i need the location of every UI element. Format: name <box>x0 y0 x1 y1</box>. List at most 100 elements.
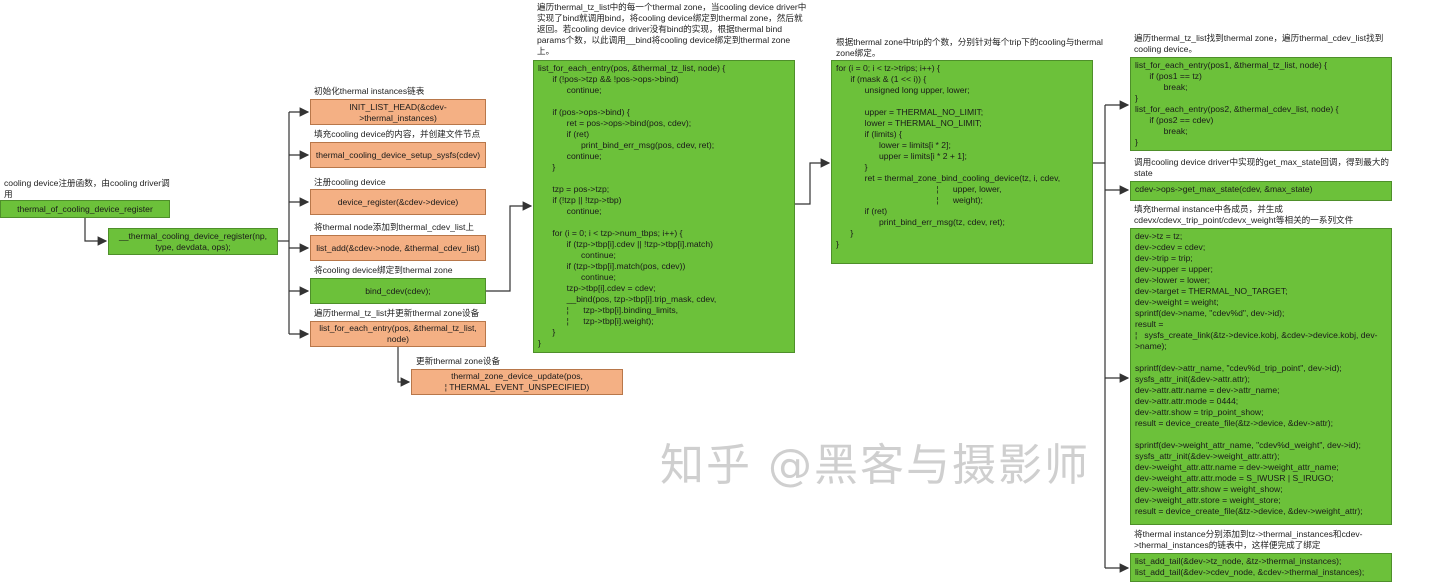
node-annotation: 遍历thermal_tz_list中的每一个thermal zone，当cool… <box>537 2 807 56</box>
code-line: list_for_each_entry(pos1, &thermal_tz_li… <box>1135 60 1328 70</box>
connector <box>84 218 108 246</box>
code-line: __bind(pos, tzp->tbp[i].trip_mask, cdev, <box>538 294 717 304</box>
code-box: INIT_LIST_HEAD(&cdev->thermal_instances) <box>310 99 486 125</box>
node-annotation: 更新thermal zone设备 <box>416 356 501 366</box>
code-box: list_add_tail(&dev->tz_node, &tz->therma… <box>1130 553 1392 582</box>
code-line: type, devdata, ops); <box>155 241 231 252</box>
node-annotation: 根据thermal zone中trip的个数，分别针对每个trip下的cooli… <box>836 37 1103 58</box>
code-line: if (mask & (1 << i)) { <box>836 74 927 84</box>
node-annotation: 初始化thermal instances链表 <box>314 86 425 96</box>
code-line: list_for_each_entry(pos, &thermal_tz_lis… <box>538 63 726 73</box>
code-line: dev->weight_attr.attr.mode = S_IWUSR | S… <box>1135 473 1334 483</box>
code-line: tzp->tbp[i].cdev = cdev; <box>538 283 656 293</box>
code-line: } <box>538 338 541 348</box>
node-annotation: 将cooling device绑定到thermal zone <box>314 265 453 275</box>
code-line: >name); <box>1135 341 1167 351</box>
node-annotation: 调用cooling device driver中实现的get_max_state… <box>1134 157 1390 178</box>
code-line: continue; <box>538 250 616 260</box>
code-box: list_for_each_entry(pos, &thermal_tz_lis… <box>310 321 486 347</box>
code-line: sysfs_attr_init(&dev->attr.attr); <box>1135 374 1250 384</box>
node-annotation: 填充cooling device的内容，并创建文件节点 <box>314 129 481 139</box>
code-line: dev->attr.attr.mode = 0444; <box>1135 396 1239 406</box>
code-box: list_add(&cdev->node, &thermal_cdev_list… <box>310 235 486 261</box>
code-line: dev->attr.attr.name = dev->attr_name; <box>1135 385 1280 395</box>
code-line: thermal_cooling_device_setup_sysfs(cdev) <box>315 149 481 160</box>
code-line: cdev->ops->get_max_state(cdev, &max_stat… <box>1135 184 1313 194</box>
code-line: list_add(&cdev->node, &thermal_cdev_list… <box>316 242 480 253</box>
code-line: INIT_LIST_HEAD(&cdev->thermal_instances) <box>349 102 447 123</box>
code-line: result = <box>1135 319 1164 329</box>
code-line: continue; <box>538 151 602 161</box>
code-line: bind_cdev(cdev); <box>365 285 431 296</box>
code-line: if (limits) { <box>836 129 902 139</box>
code-line: if (!tzp || !tzp->tbp) <box>538 195 622 205</box>
node-annotation: 遍历thermal_tz_list并更新thermal zone设备 <box>314 308 480 318</box>
code-line: thermal_of_cooling_device_register <box>17 203 153 214</box>
code-line: if (tzp->tbp[i].match(pos, cdev)) <box>538 261 686 271</box>
code-line: dev->trip = trip; <box>1135 253 1193 263</box>
code-line: ¦ THERMAL_EVENT_UNSPECIFIED) <box>444 382 590 392</box>
code-box: thermal_zone_device_update(pos,¦ THERMAL… <box>411 369 623 395</box>
code-line: print_bind_err_msg(pos, cdev, ret); <box>538 140 715 150</box>
code-line: dev->attr.show = trip_point_show; <box>1135 407 1264 417</box>
code-line: lower = THERMAL_NO_LIMIT; <box>836 118 982 128</box>
code-line: dev->target = THERMAL_NO_TARGET; <box>1135 286 1288 296</box>
code-box: cdev->ops->get_max_state(cdev, &max_stat… <box>1130 181 1392 201</box>
code-line: dev->weight_attr.attr.name = dev->weight… <box>1135 462 1339 472</box>
code-line: dev->weight = weight; <box>1135 297 1219 307</box>
code-line: ret = pos->ops->bind(pos, cdev); <box>538 118 692 128</box>
code-line: dev->tz = tz; <box>1135 231 1183 241</box>
code-line: result = device_create_file(&tz->device,… <box>1135 418 1333 428</box>
code-line: } <box>836 228 854 238</box>
code-line <box>538 173 790 184</box>
code-line: list_for_each_entry(pos2, &thermal_cdev_… <box>1135 104 1339 114</box>
code-line: sprintf(dev->name, "cdev%d", dev->id); <box>1135 308 1285 318</box>
code-box: __thermal_cooling_device_register(np,typ… <box>108 228 278 255</box>
code-box: thermal_cooling_device_setup_sysfs(cdev) <box>310 142 486 168</box>
code-line: ¦ sysfs_create_link(&tz->device.kobj, &c… <box>1135 330 1378 340</box>
code-line: dev->cdev = cdev; <box>1135 242 1206 252</box>
code-line: continue; <box>538 272 616 282</box>
code-line: sprintf(dev->weight_attr_name, "cdev%d_w… <box>1135 440 1361 450</box>
code-box: bind_cdev(cdev); <box>310 278 486 304</box>
code-line: dev->lower = lower; <box>1135 275 1210 285</box>
code-line: if (pos2 == cdev) <box>1135 115 1214 125</box>
code-line: dev->weight_attr.show = weight_show; <box>1135 484 1283 494</box>
code-line: continue; <box>538 206 602 216</box>
code-line: if (tzp->tbp[i].cdev || !tzp->tbp[i].mat… <box>538 239 713 249</box>
connector <box>795 158 831 205</box>
code-line: thermal_zone_device_update(pos, <box>451 371 583 381</box>
code-line: } <box>1135 93 1138 103</box>
code-line: lower = limits[i * 2]; <box>836 140 951 150</box>
code-box: for (i = 0; i < tz->trips; i++) { if (ma… <box>831 60 1093 264</box>
code-line: ¦ tzp->tbp[i].weight); <box>538 316 654 326</box>
code-box: list_for_each_entry(pos1, &thermal_tz_li… <box>1130 57 1392 151</box>
code-line: unsigned long upper, lower; <box>836 85 970 95</box>
code-line: node) <box>387 334 409 344</box>
code-line: list_add_tail(&dev->cdev_node, &cdev->th… <box>1135 567 1365 577</box>
code-line: for (i = 0; i < tz->trips; i++) { <box>836 63 940 73</box>
code-line: if (pos1 == tz) <box>1135 71 1202 81</box>
code-line: if (ret) <box>538 129 590 139</box>
code-line: if (ret) <box>836 206 888 216</box>
code-line: device_register(&cdev->device) <box>337 196 459 207</box>
node-annotation: 将thermal instance分别添加到tz->thermal_instan… <box>1134 529 1363 550</box>
code-line: sysfs_attr_init(&dev->weight_attr.attr); <box>1135 451 1280 461</box>
code-box: thermal_of_cooling_device_register <box>0 200 170 218</box>
code-box: device_register(&cdev->device) <box>310 189 486 215</box>
code-line <box>1135 352 1387 363</box>
code-line: tzp = pos->tzp; <box>538 184 610 194</box>
code-line: upper = limits[i * 2 + 1]; <box>836 151 967 161</box>
code-line: dev->weight_attr.store = weight_store; <box>1135 495 1281 505</box>
code-line: ret = thermal_zone_bind_cooling_device(t… <box>836 173 1061 183</box>
code-line: } <box>1135 137 1138 147</box>
code-box: dev->tz = tz;dev->cdev = cdev;dev->trip … <box>1130 228 1392 525</box>
code-line: break; <box>1135 126 1188 136</box>
code-line: continue; <box>538 85 602 95</box>
code-line: list_for_each_entry(pos, &thermal_tz_lis… <box>319 323 477 333</box>
code-line: } <box>836 239 839 249</box>
code-line: dev->upper = upper; <box>1135 264 1213 274</box>
code-line: break; <box>1135 82 1188 92</box>
